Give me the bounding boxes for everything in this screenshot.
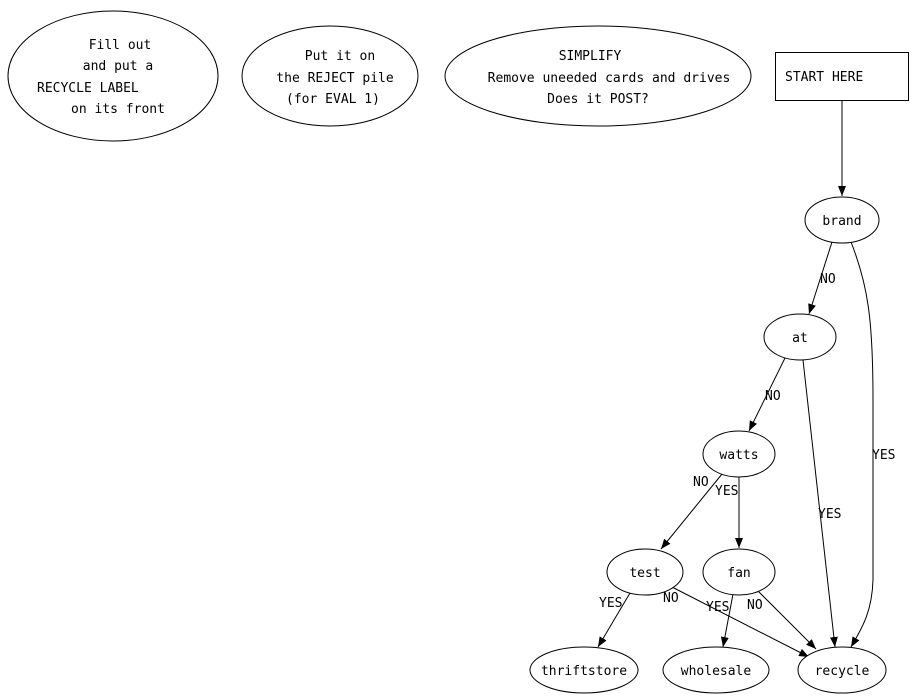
edge-label: YES	[872, 448, 895, 463]
edge-line	[660, 473, 723, 550]
edge-at-watts: NO	[748, 357, 786, 432]
edge-label: YES	[599, 596, 622, 611]
edge-test-thriftstore: YES	[597, 592, 631, 648]
node-label: at	[792, 331, 808, 346]
edge-line	[757, 590, 817, 650]
edge-watts-fan: YES	[715, 477, 743, 548]
edge-line	[669, 585, 810, 658]
edge-fan-wholesale: YES	[706, 593, 734, 648]
node-wholesale: wholesale	[662, 646, 770, 694]
edge-label: YES	[818, 507, 841, 522]
edge-label: YES	[715, 484, 738, 499]
edge-test-recycle: NO	[663, 585, 810, 658]
edge-watts-test: NO	[660, 473, 723, 550]
edge-label: NO	[765, 389, 781, 404]
note-line: and put a	[83, 59, 153, 74]
note-simplify: SIMPLIFY Remove uneeded cards and drives…	[444, 25, 752, 127]
start-box: START HERE	[775, 52, 909, 101]
edge-label: NO	[663, 591, 679, 606]
edge-line	[597, 592, 631, 648]
node-ellipse	[702, 548, 776, 596]
node-label: brand	[822, 214, 861, 229]
edge-line	[720, 593, 734, 648]
edge-line	[850, 241, 874, 648]
note-line: the REJECT pile	[276, 71, 394, 86]
node-label: test	[629, 566, 660, 581]
node-label: fan	[727, 566, 750, 581]
node-ellipse	[662, 646, 770, 694]
edge-label: NO	[693, 475, 709, 490]
note-line: Remove uneeded cards and drives	[488, 71, 731, 86]
note-line: on its front	[71, 102, 165, 117]
node-recycle: recycle	[797, 646, 887, 694]
edge-line	[802, 359, 838, 648]
note-line: Put it on	[305, 49, 375, 64]
edge-brand-recycle: YES	[850, 241, 895, 648]
node-ellipse	[702, 430, 776, 478]
node-ellipse	[529, 646, 639, 694]
node-fan: fan	[702, 548, 776, 596]
node-label: recycle	[815, 664, 870, 679]
node-thriftstore: thriftstore	[529, 646, 639, 694]
edge-at-recycle: YES	[802, 359, 841, 648]
note-reject: Put it on the REJECT pile (for EVAL 1)	[241, 25, 419, 127]
edge-label: NO	[747, 598, 763, 613]
node-ellipse	[804, 196, 880, 244]
start-label: START HERE	[785, 70, 863, 85]
edge-brand-at: NO	[808, 241, 836, 315]
edge-label: NO	[820, 272, 836, 287]
node-test: test	[606, 548, 684, 596]
node-brand: brand	[804, 196, 880, 244]
note-line: RECYCLE LABEL	[37, 81, 139, 96]
edge-line	[808, 241, 833, 315]
note-line: Fill out	[89, 38, 152, 53]
note-line: (for EVAL 1)	[286, 92, 380, 107]
node-ellipse	[763, 313, 837, 361]
note-line: Does it POST?	[547, 92, 649, 107]
node-watts: watts	[702, 430, 776, 478]
node-ellipse	[797, 646, 887, 694]
node-at: at	[763, 313, 837, 361]
node-label: wholesale	[681, 664, 752, 679]
edge-label: YES	[706, 600, 729, 615]
node-label: watts	[719, 448, 758, 463]
node-ellipse	[606, 548, 684, 596]
edge-fan-recycle: NO	[747, 590, 817, 650]
note-fill-out: Fill out and put a RECYCLE LABEL on its …	[7, 10, 219, 142]
node-label: thriftstore	[541, 664, 627, 679]
edge-line	[748, 357, 786, 432]
note-line: SIMPLIFY	[559, 49, 622, 64]
